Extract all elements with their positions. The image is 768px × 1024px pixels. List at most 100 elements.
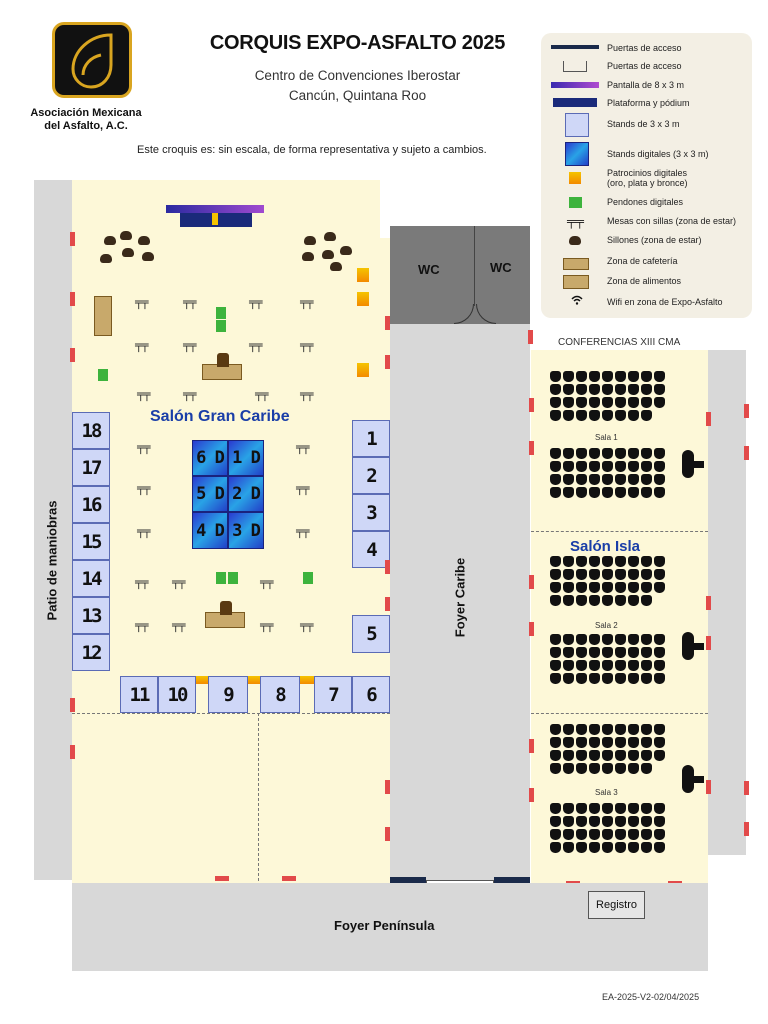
stand-9[interactable]: 9	[208, 676, 248, 713]
stand-15[interactable]: 15	[72, 523, 110, 560]
stand-8[interactable]: 8	[260, 676, 300, 713]
access-door-red-icon[interactable]	[529, 441, 534, 455]
access-door-red-icon[interactable]	[529, 575, 534, 589]
access-door-red-icon[interactable]	[385, 560, 390, 574]
stand-7[interactable]: 7	[314, 676, 352, 713]
chair-icon	[602, 660, 613, 671]
chair-icon	[550, 829, 561, 840]
seat-row	[550, 448, 665, 459]
access-door-red-icon[interactable]	[706, 636, 711, 650]
chair-icon	[654, 556, 665, 567]
stand-5[interactable]: 5	[352, 615, 390, 653]
seat-row	[550, 384, 665, 395]
stand-2[interactable]: 2	[352, 457, 390, 494]
chair-icon	[576, 634, 587, 645]
access-door-red-icon[interactable]	[70, 698, 75, 712]
chair-icon	[615, 448, 626, 459]
access-door-red-icon[interactable]	[706, 412, 711, 426]
stand-16[interactable]: 16	[72, 486, 110, 523]
chair-icon	[615, 582, 626, 593]
stand-4[interactable]: 4	[352, 531, 390, 568]
access-door-red-icon[interactable]	[385, 355, 390, 369]
chair-icon	[563, 371, 574, 382]
sala-3-label: Sala 3	[595, 788, 618, 797]
access-door-red-icon[interactable]	[706, 596, 711, 610]
digital-stand-2d[interactable]: 2 D	[228, 476, 264, 512]
access-door-red-icon[interactable]	[528, 330, 533, 344]
access-door-red-icon[interactable]	[706, 780, 711, 794]
chair-icon	[563, 816, 574, 827]
access-door-red-icon[interactable]	[385, 597, 390, 611]
access-door-red-icon[interactable]	[744, 446, 749, 460]
digital-stand-6d[interactable]: 6 D	[192, 440, 228, 476]
seat-row	[550, 829, 665, 840]
chair-icon	[641, 487, 652, 498]
chair-icon	[576, 647, 587, 658]
cafeteria-icon	[202, 353, 242, 380]
registration-desk[interactable]: Registro	[588, 891, 645, 919]
stand-3[interactable]: 3	[352, 494, 390, 531]
access-door-red-icon[interactable]	[282, 876, 296, 881]
chair-icon	[550, 763, 561, 774]
legend-item: Pantalla de 8 x 3 m	[541, 78, 752, 96]
chair-icon	[628, 595, 639, 606]
chair-icon	[589, 474, 600, 485]
stand-11[interactable]: 11	[120, 676, 158, 713]
access-door-red-icon[interactable]	[744, 404, 749, 418]
chair-icon	[589, 803, 600, 814]
access-door-red-icon[interactable]	[385, 827, 390, 841]
chair-icon	[628, 816, 639, 827]
access-door-red-icon[interactable]	[70, 745, 75, 759]
table-chairs-icon: ╤╤	[135, 295, 148, 309]
stand-14[interactable]: 14	[72, 560, 110, 597]
digital-stand-1d[interactable]: 1 D	[228, 440, 264, 476]
stand-13[interactable]: 13	[72, 597, 110, 634]
armchair-icon	[120, 231, 132, 240]
digital-stand-4d[interactable]: 4 D	[192, 512, 228, 549]
armchair-icon	[142, 252, 154, 261]
seat-row	[550, 816, 665, 827]
digital-stand-3d[interactable]: 3 D	[228, 512, 264, 549]
chair-icon	[563, 647, 574, 658]
access-door-red-icon[interactable]	[385, 316, 390, 330]
access-door-red-icon[interactable]	[70, 232, 75, 246]
access-door-red-icon[interactable]	[529, 622, 534, 636]
access-door-red-icon[interactable]	[70, 348, 75, 362]
chair-icon	[615, 673, 626, 684]
stand-18[interactable]: 18	[72, 412, 110, 449]
chair-icon	[602, 724, 613, 735]
podium-light-icon	[212, 213, 218, 225]
access-door-red-icon[interactable]	[215, 876, 229, 881]
chair-icon	[641, 763, 652, 774]
chair-icon	[589, 647, 600, 658]
chair-icon	[576, 397, 587, 408]
stand-1[interactable]: 1	[352, 420, 390, 457]
access-door-dark-icon[interactable]	[390, 877, 426, 887]
access-door-red-icon[interactable]	[529, 739, 534, 753]
stand-17[interactable]: 17	[72, 449, 110, 486]
chair-icon	[654, 384, 665, 395]
access-door-dark-icon	[551, 45, 599, 49]
chair-icon	[628, 569, 639, 580]
access-door-red-icon[interactable]	[744, 781, 749, 795]
digital-banner-icon	[216, 307, 226, 319]
chair-icon	[563, 803, 574, 814]
partition-line	[531, 531, 708, 532]
chair-icon	[628, 556, 639, 567]
stand-6[interactable]: 6	[352, 676, 390, 713]
digital-stand-5d[interactable]: 5 D	[192, 476, 228, 512]
legend-item: Puertas de acceso	[541, 59, 752, 77]
chair-icon	[563, 737, 574, 748]
access-door-red-icon[interactable]	[529, 398, 534, 412]
stand-10[interactable]: 10	[158, 676, 196, 713]
access-door-red-icon[interactable]	[70, 292, 75, 306]
access-door-dark-icon[interactable]	[494, 877, 530, 887]
legend-item: Plataforma y pódium	[541, 96, 752, 114]
stand-12[interactable]: 12	[72, 634, 110, 671]
access-door-red-icon[interactable]	[744, 822, 749, 836]
chair-icon	[628, 634, 639, 645]
table-chairs-icon: ╤╤	[296, 481, 309, 495]
access-door-red-icon[interactable]	[529, 788, 534, 802]
chair-icon	[628, 410, 639, 421]
access-door-red-icon[interactable]	[385, 780, 390, 794]
